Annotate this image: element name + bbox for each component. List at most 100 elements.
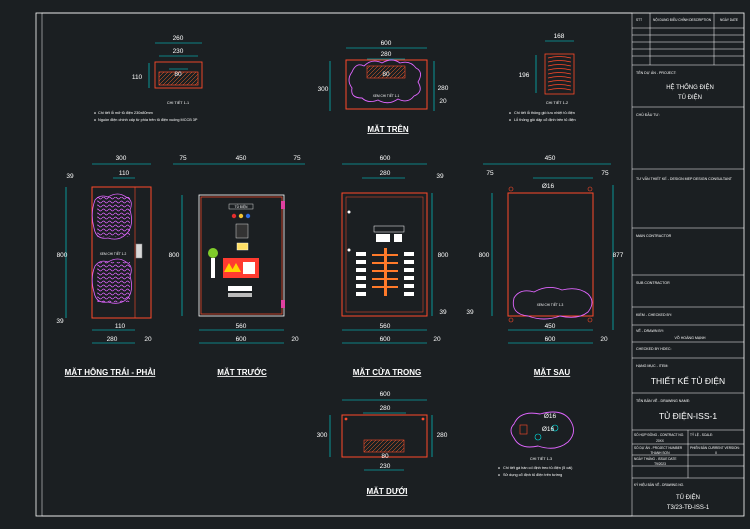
side-dim-inner-bottom: 110 <box>115 323 126 330</box>
front-panel-tag: TỦ ĐIỆN <box>235 204 248 209</box>
bottom-dim-depth: 300 <box>317 432 328 439</box>
top-dim-width: 600 <box>381 40 392 47</box>
tb-drawing-no-line1: TỦ ĐIỆN <box>676 493 700 501</box>
side-dim-inner: 110 <box>119 170 130 177</box>
door-dim-bottom-margin: 39 <box>439 309 447 316</box>
tb-rev-date: NGÀY DATE <box>720 18 738 22</box>
back-dim-right: 75 <box>601 170 609 177</box>
tb-drawing-no-line2: T3/23-TĐ-ISS-1 <box>667 505 710 511</box>
tb-item-label: HẠNG MỤC - ITEM: <box>636 364 668 368</box>
back-dim-inner: 450 <box>545 323 556 330</box>
front-dim-height: 800 <box>169 252 180 259</box>
door-dim-top-margin: 39 <box>436 173 444 180</box>
tb-drawing-name-value: TỦ ĐIỆN-ISS-1 <box>659 410 717 421</box>
bottom-dim-inner: 280 <box>380 405 391 412</box>
d12-note-1: Chi tiết lỗ thông gió lưu nhiệt tủ điện <box>514 110 575 115</box>
back-dim-hole: Ø16 <box>542 183 555 190</box>
top-dim-depth: 300 <box>318 86 329 93</box>
front-dim-mid: 450 <box>236 155 247 162</box>
side-dim-lip: 20 <box>144 336 152 343</box>
tb-project-line1: HỆ THỐNG ĐIỆN <box>666 83 714 91</box>
d13-note-2: Sử dụng cổ định tủ điện trên tường <box>503 473 562 477</box>
tb-revision-value: 0 <box>715 451 717 455</box>
front-view-title: MẶT TRƯỚC <box>217 368 267 377</box>
tb-item-value: THIẾT KẾ TỦ ĐIỆN <box>651 375 725 386</box>
side-dim-top-margin: 39 <box>66 173 74 180</box>
back-dim-width: 600 <box>545 336 556 343</box>
d11-note-1: Chi tiết lỗ mở tủ điện 230x80mm <box>98 110 153 115</box>
d11-dim-opening: 230 <box>173 48 184 55</box>
back-dim-lip: 20 <box>600 336 608 343</box>
tb-rev-stt: STT <box>636 18 642 22</box>
side-callout: XEM CHI TIẾT 1-2 <box>100 251 127 256</box>
side-view: 300 110 39 800 39 110 280 20 XEM CHI TIẾ… <box>56 155 155 377</box>
back-dim-height: 800 <box>479 252 490 259</box>
top-dim-lip: 20 <box>439 98 447 105</box>
d11-caption: CHI TIẾT 1-1 <box>167 100 189 105</box>
d13-dim-hole-2: Ø16 <box>542 426 555 433</box>
back-view: 75 450 75 Ø16 800 877 39 20 450 600 XEM … <box>466 155 623 377</box>
tb-sub-contractor-label: SUB CONTRACTOR <box>636 281 670 285</box>
back-dim-mid: 450 <box>545 155 556 162</box>
door-dim-width: 600 <box>380 155 391 162</box>
tb-main-contractor-label: MAIN CONTRACTOR <box>636 234 672 238</box>
front-dim-inner: 560 <box>236 323 247 330</box>
front-dim-right: 75 <box>293 155 301 162</box>
top-view: 600 280 300 280 80 20 XEM CHI TIẾT 1-1 M… <box>318 40 449 134</box>
front-dim-width: 600 <box>236 336 247 343</box>
top-dim-inner-depth: 280 <box>438 85 449 92</box>
tb-contract-no-value: 20XX <box>656 439 665 443</box>
d11-dim-height: 80 <box>174 71 182 78</box>
d11-dim-depth: 110 <box>132 74 143 81</box>
bottom-dim-inner-depth: 280 <box>437 432 448 439</box>
door-view-title: MẶT CỬA TRONG <box>353 368 422 377</box>
back-callout: XEM CHI TIẾT 1-3 <box>537 302 564 307</box>
tb-checked-hdec-label: CHECKED BY HDEC: <box>636 347 671 351</box>
d12-note-2: Lỗ thông gió dập cổ định trên tủ điện <box>514 117 576 122</box>
door-dim-lip: 20 <box>433 336 441 343</box>
tb-consultant-label: TƯ VẤN THIẾT KẾ - DESIGN MEP DESIGN CONS… <box>636 176 733 181</box>
back-dim-bottom: 39 <box>466 309 474 316</box>
tb-drawn-by-name: VÕ HOÀNG MẠNH <box>675 335 706 340</box>
detail-1-3: Ø16 Ø16 CHI TIẾT 1-3 Chi tiết gá hàn cố … <box>498 411 574 477</box>
bottom-dim-opening: 230 <box>380 463 391 470</box>
d13-note-1: Chi tiết gá hàn cố định treo tủ điện (5 … <box>503 466 573 470</box>
tb-date-value: T9/2023 <box>654 462 666 466</box>
door-dim-inner-bottom: 560 <box>380 323 391 330</box>
d11-dim-width: 260 <box>173 35 184 42</box>
tb-checked-by-label: KIỂM - CHECKED BY: <box>636 312 672 317</box>
tb-date-label: NGÀY THÁNG - ISSUE DATE <box>634 457 677 461</box>
top-dim-inner: 280 <box>381 51 392 58</box>
d13-caption: CHI TIẾT 1-3 <box>530 456 552 461</box>
top-callout: XEM CHI TIẾT 1-1 <box>373 93 400 98</box>
tb-project-no-label: SỐ DỰ ÁN - PROJECT NUMBER <box>634 445 683 450</box>
front-view: TỦ ĐIỆN 75 450 75 800 20 560 600 MẶT TRƯ… <box>169 155 305 377</box>
top-dim-hole: 80 <box>382 71 390 78</box>
door-dim-width-bottom: 600 <box>380 336 391 343</box>
bottom-dim-width: 600 <box>380 391 391 398</box>
back-view-title: MẶT SAU <box>534 368 571 377</box>
tb-project-label: TÊN DỰ ÁN - PROJECT: <box>636 70 677 75</box>
detail-1-1: 260 230 80 110 CHI TIẾT 1-1 Chi tiết lỗ … <box>94 35 203 122</box>
title-block-text: STT NỘI DUNG ĐIỀU CHỈNH DESCRIPTION NGÀY… <box>634 17 740 511</box>
tb-drawn-by-label: VẼ - DRAWN BY: <box>636 328 664 333</box>
tb-drawing-no-label: KÝ HIỆU BẢN VẼ - DRAWING NO. <box>634 482 684 487</box>
front-dim-left: 75 <box>179 155 187 162</box>
inner-frame <box>41 12 633 517</box>
side-dim-height: 800 <box>57 252 68 259</box>
d12-dim-height: 196 <box>519 72 530 79</box>
side-dim-depth-bottom: 280 <box>107 336 118 343</box>
d12-dim-width: 168 <box>554 33 565 40</box>
door-view: 600 280 39 800 39 20 560 600 MẶT CỬA TRO… <box>341 155 449 377</box>
detail-1-2: 168 196 CHI TIẾT 1-2 Chi tiết lỗ thông g… <box>509 33 576 122</box>
side-dim-bottom-margin: 39 <box>56 318 64 325</box>
tb-project-no-value: THANH SƠN <box>650 451 670 455</box>
d12-caption: CHI TIẾT 1-2 <box>546 100 568 105</box>
tb-revision-label: PHIÊN BẢN CURRENT VERSION: <box>690 445 740 450</box>
tb-contract-no-label: SỐ HỢP ĐỒNG - CONTRACT NO. <box>634 432 684 437</box>
bottom-view: 600 280 300 280 80 230 MẶT DƯỚI <box>317 391 448 496</box>
bottom-view-title: MẶT DƯỚI <box>366 487 407 496</box>
side-dim-depth: 300 <box>116 155 127 162</box>
title-block <box>632 13 744 479</box>
